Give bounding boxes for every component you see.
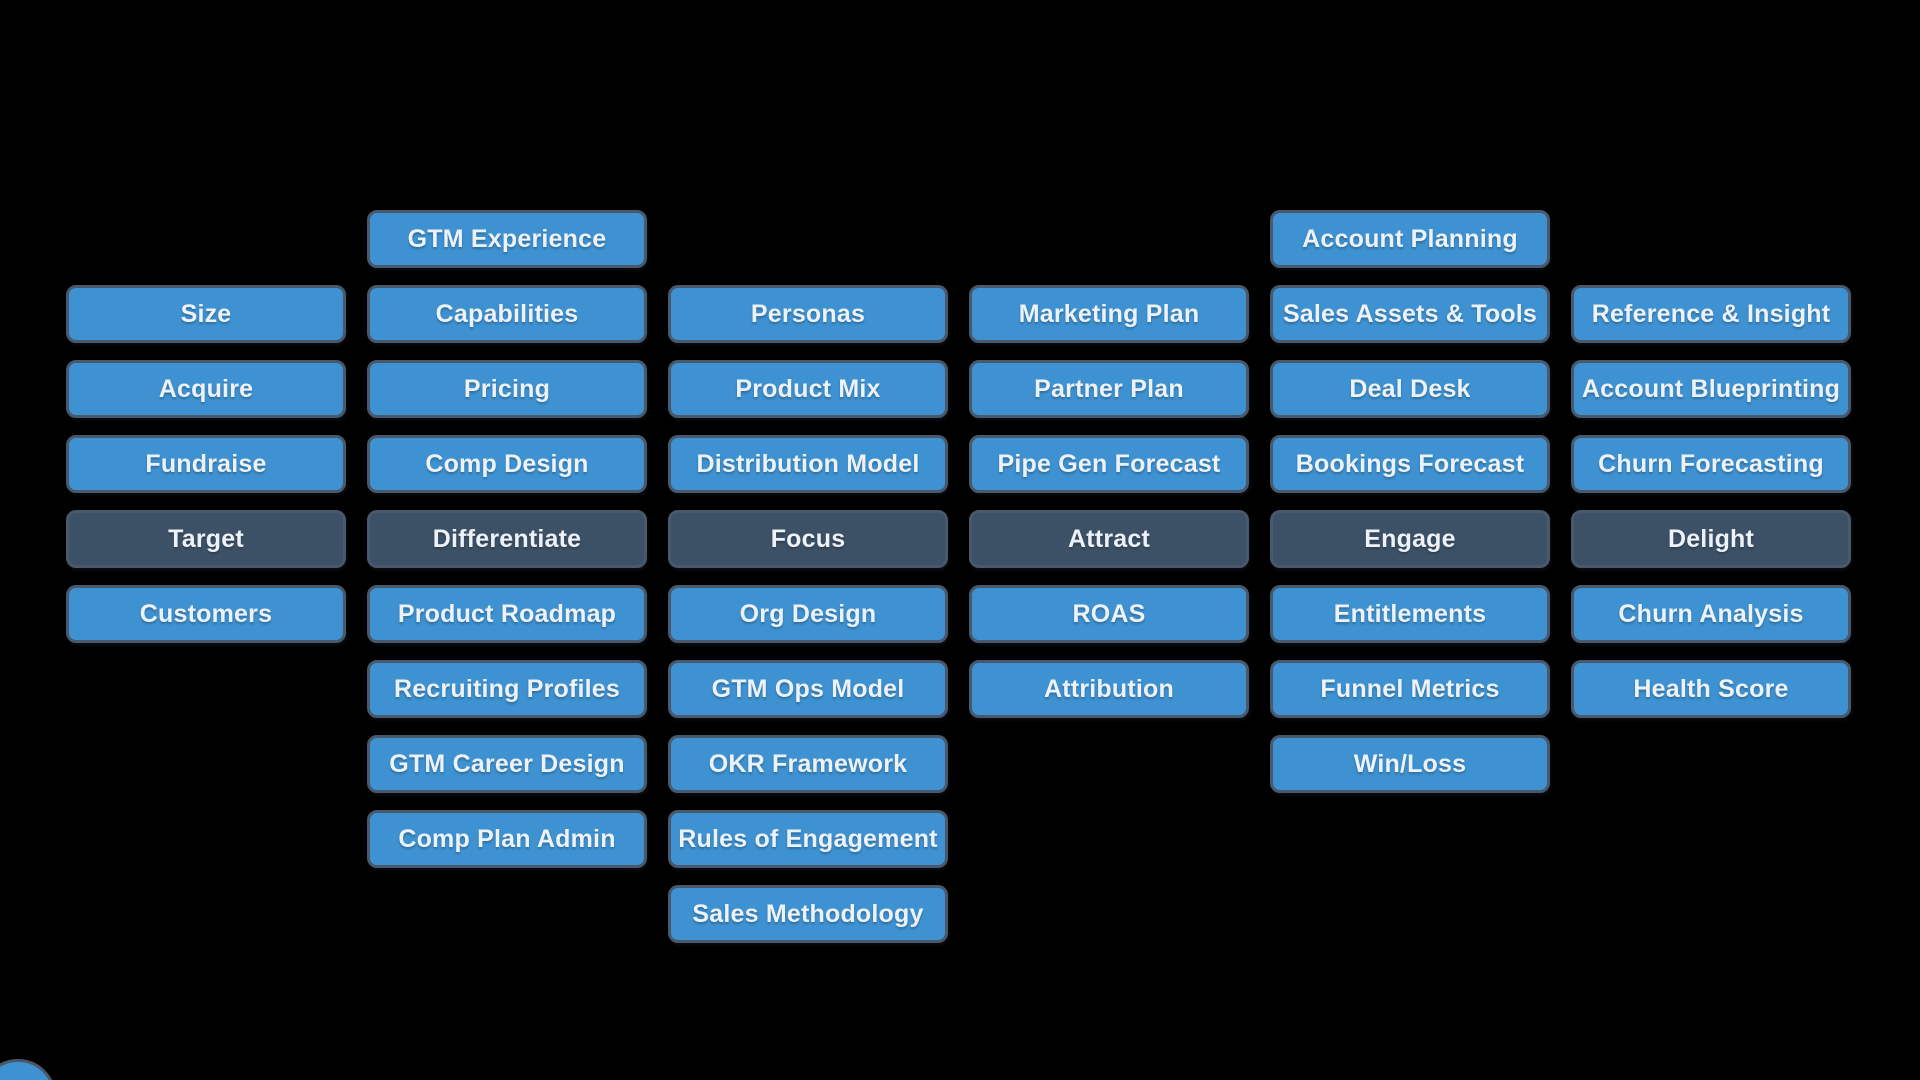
node-differentiate: Differentiate (367, 510, 647, 568)
node-entitlements: Entitlements (1270, 585, 1550, 643)
node-acquire: Acquire (66, 360, 346, 418)
corner-circle-decoration (0, 1059, 56, 1080)
node-org-design: Org Design (668, 585, 948, 643)
node-product-mix: Product Mix (668, 360, 948, 418)
node-bookings-forecast: Bookings Forecast (1270, 435, 1550, 493)
node-deal-desk: Deal Desk (1270, 360, 1550, 418)
node-capabilities: Capabilities (367, 285, 647, 343)
node-reference-insight: Reference & Insight (1571, 285, 1851, 343)
node-fundraise: Fundraise (66, 435, 346, 493)
node-target: Target (66, 510, 346, 568)
node-attract: Attract (969, 510, 1249, 568)
node-product-roadmap: Product Roadmap (367, 585, 647, 643)
node-comp-design: Comp Design (367, 435, 647, 493)
node-gtm-ops-model: GTM Ops Model (668, 660, 948, 718)
node-sales-assets-tools: Sales Assets & Tools (1270, 285, 1550, 343)
node-win-loss: Win/Loss (1270, 735, 1550, 793)
node-partner-plan: Partner Plan (969, 360, 1249, 418)
node-funnel-metrics: Funnel Metrics (1270, 660, 1550, 718)
node-attribution: Attribution (969, 660, 1249, 718)
node-rules-of-engagement: Rules of Engagement (668, 810, 948, 868)
node-comp-plan-admin: Comp Plan Admin (367, 810, 647, 868)
node-gtm-career-design: GTM Career Design (367, 735, 647, 793)
node-account-blueprinting: Account Blueprinting (1571, 360, 1851, 418)
node-pricing: Pricing (367, 360, 647, 418)
node-churn-forecasting: Churn Forecasting (1571, 435, 1851, 493)
node-pipe-gen-forecast: Pipe Gen Forecast (969, 435, 1249, 493)
node-size: Size (66, 285, 346, 343)
node-focus: Focus (668, 510, 948, 568)
node-sales-methodology: Sales Methodology (668, 885, 948, 943)
node-roas: ROAS (969, 585, 1249, 643)
node-health-score: Health Score (1571, 660, 1851, 718)
node-okr-framework: OKR Framework (668, 735, 948, 793)
node-account-planning: Account Planning (1270, 210, 1550, 268)
node-recruiting-profiles: Recruiting Profiles (367, 660, 647, 718)
node-churn-analysis: Churn Analysis (1571, 585, 1851, 643)
node-delight: Delight (1571, 510, 1851, 568)
node-engage: Engage (1270, 510, 1550, 568)
gtm-box-grid: Size Acquire Fundraise Target Customers … (66, 210, 1851, 943)
node-personas: Personas (668, 285, 948, 343)
node-gtm-experience: GTM Experience (367, 210, 647, 268)
node-distribution-model: Distribution Model (668, 435, 948, 493)
node-customers: Customers (66, 585, 346, 643)
node-marketing-plan: Marketing Plan (969, 285, 1249, 343)
